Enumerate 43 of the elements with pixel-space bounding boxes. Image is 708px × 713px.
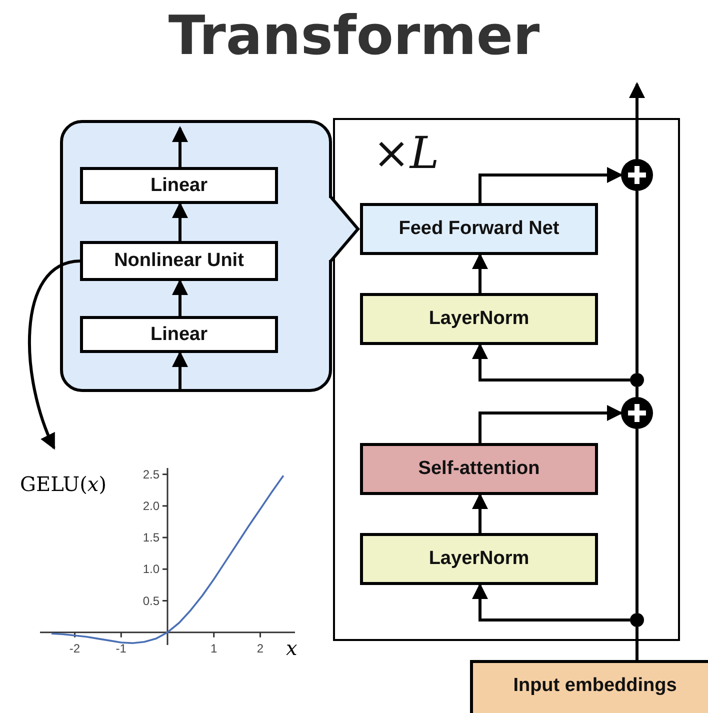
connector-line [636, 429, 638, 613]
arrow [472, 493, 488, 533]
arrow [478, 405, 623, 443]
arrow [172, 202, 188, 241]
axis-label: GELU(x) [20, 472, 107, 496]
process-box: Feed Forward Net [360, 203, 598, 255]
arrow [172, 279, 188, 316]
connector-line [636, 191, 638, 373]
tick-label: 0.5 [142, 594, 160, 608]
arrow [472, 253, 488, 293]
process-box: Linear [80, 167, 278, 204]
callout-panel [60, 120, 332, 392]
axis-label: x [286, 636, 298, 660]
arrow [172, 351, 188, 389]
tick-label: 1.5 [142, 530, 160, 545]
curved-arrow [28, 260, 80, 450]
connector-line [636, 627, 638, 660]
process-box: LayerNorm [360, 293, 598, 345]
repeat-label: ×L [373, 130, 440, 178]
connector-line [636, 387, 638, 397]
title: Transformer [167, 3, 541, 69]
add-node [621, 397, 653, 429]
process-box: Self-attention [360, 443, 598, 495]
process-box: Input embeddings [470, 660, 708, 713]
tick-label: 1 [210, 641, 218, 656]
arrow [478, 167, 623, 203]
tick-label: -2 [69, 641, 80, 656]
arrow [172, 126, 188, 167]
tick-label: 2.5 [142, 467, 160, 482]
process-box: Linear [80, 316, 278, 353]
process-box: Nonlinear Unit [80, 241, 278, 281]
tick-label: -1 [116, 641, 126, 656]
junction-dot [630, 613, 644, 627]
repeat-block [333, 118, 680, 641]
tick-label: 2.0 [142, 498, 160, 513]
junction-dot [630, 373, 644, 387]
tick-label: 1.0 [142, 562, 160, 576]
arrow [629, 82, 645, 159]
tick-label: 2 [256, 641, 264, 656]
arrow [472, 583, 630, 622]
process-box: LayerNorm [360, 533, 598, 585]
arrow [472, 343, 630, 382]
add-node [621, 159, 653, 191]
